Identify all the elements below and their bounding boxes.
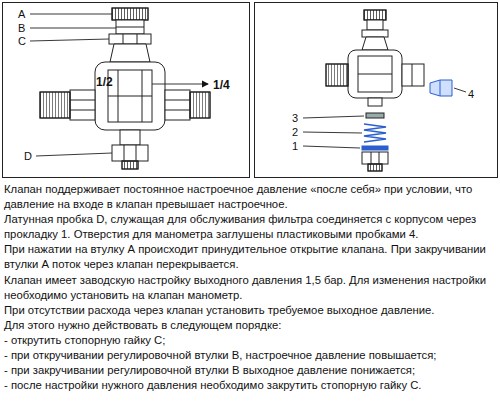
note-text: Для этого нужно действовать в следующем … — [4, 318, 496, 333]
text-block: Клапан поддерживает постоянное настроечн… — [4, 182, 496, 393]
flow-arrow — [152, 84, 208, 85]
note-text: - после настройки нужного давления необх… — [4, 378, 496, 393]
callout-number: 4 — [468, 88, 474, 100]
note-text: При отсутствии расхода через клапан уста… — [4, 303, 496, 318]
panel-frame — [255, 3, 498, 178]
note-text: Латунная пробка D, служащая для обслужив… — [4, 212, 496, 242]
panel-frame — [3, 3, 250, 178]
part-letter: D — [24, 150, 32, 162]
leader-line — [30, 14, 208, 156]
size-label: 1/2 — [96, 76, 113, 88]
leader-line — [303, 88, 466, 148]
part-letter: B — [18, 22, 25, 34]
exploded-valve — [326, 10, 452, 171]
note-text: При нажатии на втулку А происходит прину… — [4, 242, 496, 272]
valve-drawing — [40, 8, 210, 169]
note-text: - при откручивании регулировочной втулки… — [4, 348, 496, 363]
note-text: Клапан имеет заводскую настройку выходно… — [4, 273, 496, 303]
note-text: - при закручивании регулировочной втулки… — [4, 363, 496, 378]
callout-number: 2 — [292, 126, 298, 138]
part-letter: A — [18, 8, 25, 20]
part-letter: C — [18, 35, 26, 47]
callout-number: 3 — [292, 112, 298, 124]
size-label: 1/4 — [213, 79, 230, 91]
note-text: Клапан поддерживает постоянное настроечн… — [4, 182, 496, 212]
note-text: - открутить стопорную гайку С; — [4, 333, 496, 348]
callout-number: 1 — [292, 140, 298, 152]
